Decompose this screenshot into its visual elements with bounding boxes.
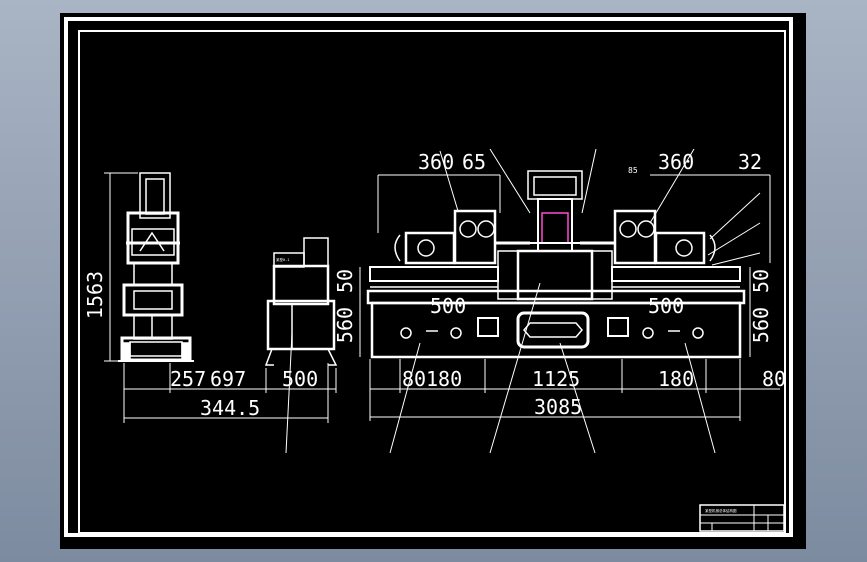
- dim-side-width-b: 697: [210, 367, 246, 391]
- dim-end-width: 500: [282, 367, 318, 391]
- dim-left-b: 560: [333, 307, 357, 343]
- dim-bottom-a: 80: [402, 367, 426, 391]
- dim-right-b: 560: [749, 307, 773, 343]
- drawing-canvas[interactable]: 1563 257 697 344.5 某型0-1 500: [60, 13, 806, 549]
- dim-bottom-c: 1125: [532, 367, 580, 391]
- dim-total-length: 3085: [534, 395, 582, 419]
- dim-right-a: 50: [749, 269, 773, 293]
- end-view: [264, 237, 338, 454]
- dim-side-width-a: 257: [170, 367, 206, 391]
- dim-top-d: 32: [738, 150, 762, 174]
- dim-top-b: 65: [462, 150, 486, 174]
- dim-left-a: 50: [333, 269, 357, 293]
- dim-inner-a: 500: [430, 294, 466, 318]
- dim-top-c: 360: [658, 150, 694, 174]
- front-view: [359, 148, 780, 454]
- dim-top-small: 85: [628, 166, 638, 175]
- end-view-label: 某型0-1: [276, 257, 289, 262]
- drawing-svg: 1563 257 697 344.5 某型0-1 500: [64, 17, 793, 537]
- dim-bottom-d: 180: [658, 367, 694, 391]
- inner-frame: [78, 30, 786, 534]
- dim-inner-b: 500: [648, 294, 684, 318]
- dim-bottom-e: 80: [762, 367, 786, 391]
- dim-side-height: 1563: [83, 271, 107, 319]
- title-block: [699, 504, 785, 532]
- dim-top-a: 360: [418, 150, 454, 174]
- dim-side-total-width: 344.5: [200, 396, 260, 420]
- dim-bottom-b: 180: [426, 367, 462, 391]
- outer-frame: [64, 17, 793, 537]
- title-block-name: 某型机械总体结构图: [705, 508, 737, 513]
